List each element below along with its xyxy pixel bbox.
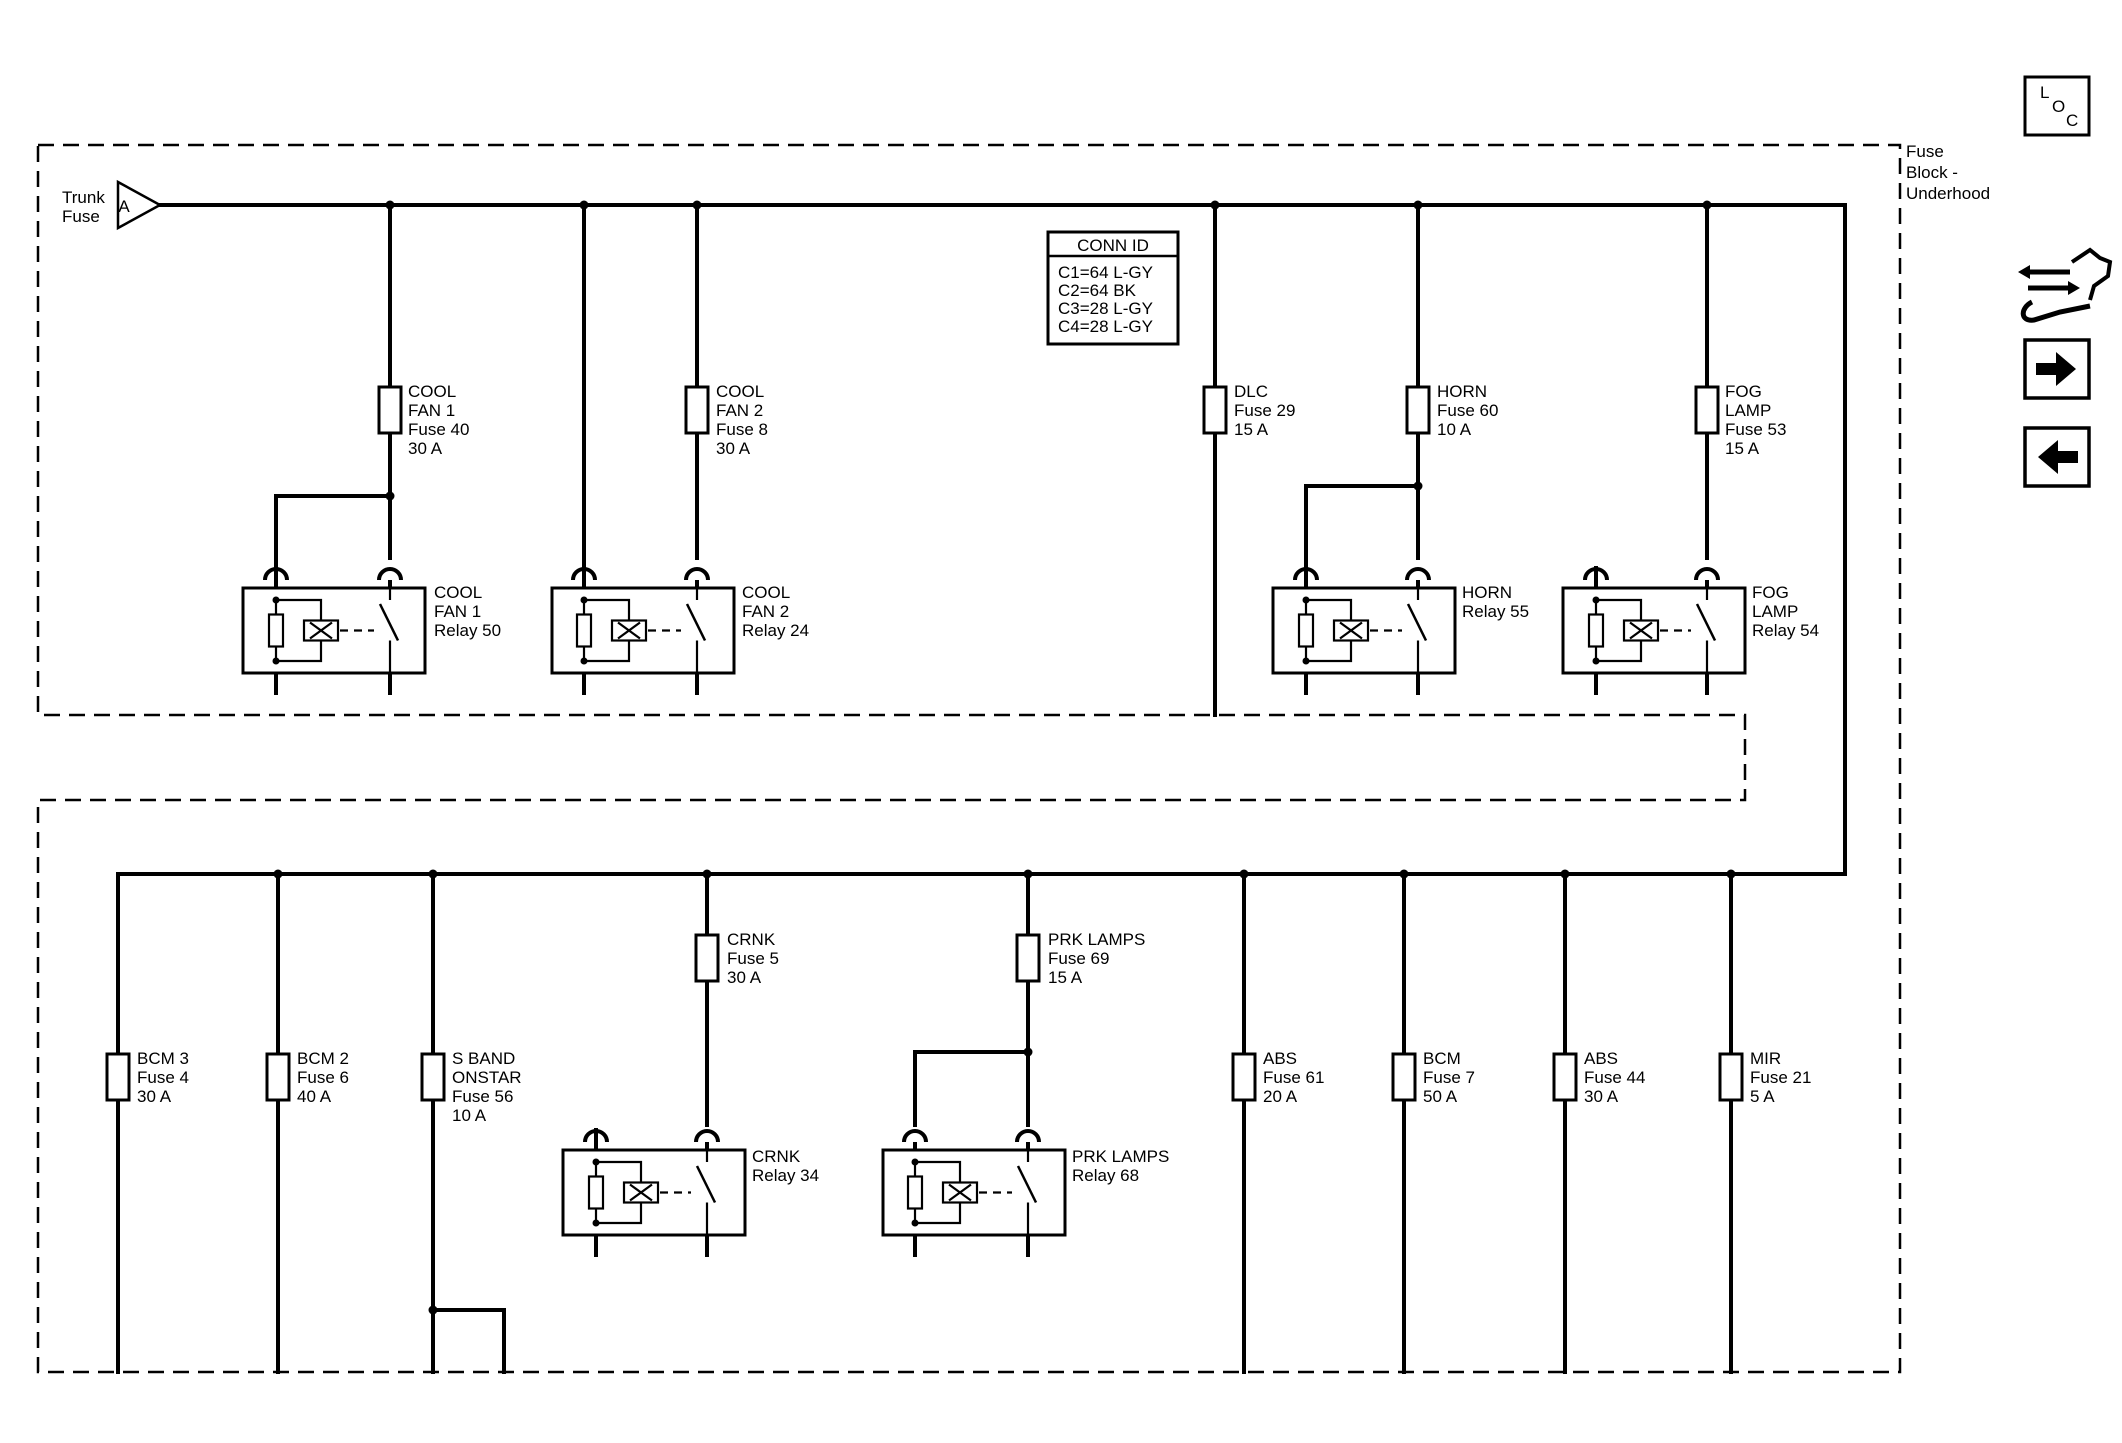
relay-prk-lamps — [881, 1129, 1067, 1257]
fuse-symbols — [105, 385, 1744, 1102]
loc-letter-o: O — [2052, 97, 2065, 116]
wire-prk-lamps — [913, 872, 1030, 1127]
fuse-block-outline — [36, 143, 1902, 1374]
relay-symbols — [241, 566, 1747, 1257]
relay-cool-fan-2 — [550, 567, 736, 695]
relay-fog-lamp — [1561, 566, 1747, 695]
loc-button[interactable]: L O C — [2023, 75, 2091, 137]
connector-repair-icon[interactable] — [2018, 247, 2113, 323]
next-page-button[interactable] — [2023, 338, 2091, 400]
conn-id-title: CONN ID — [1077, 236, 1149, 255]
top-bus — [116, 203, 1847, 876]
trunk-fuse-connector: A — [116, 179, 163, 231]
conn-id-list: C1=64 L-GY C2=64 BK C3=28 L-GY C4=28 L-G… — [1058, 263, 1157, 336]
connector-letter: A — [118, 197, 130, 216]
conn-id-box: CONN ID C1=64 L-GY C2=64 BK C3=28 L-GY C… — [1046, 230, 1180, 346]
wire-s-band-onstar — [431, 872, 506, 1374]
splice-dots — [273, 200, 1736, 1315]
wire-cool-fan-1 — [274, 203, 392, 592]
trunk-fuse-label: Trunk Fuse — [62, 188, 110, 226]
fuse-block-label: Fuse Block - Underhood — [1906, 142, 1990, 203]
relay-horn — [1271, 567, 1457, 695]
arrow-right-icon — [2036, 352, 2076, 386]
relay-crnk — [561, 1128, 747, 1257]
loc-letter-l: L — [2040, 83, 2049, 102]
relay-cool-fan-1 — [241, 567, 427, 695]
wire-horn — [1304, 203, 1420, 592]
previous-page-button[interactable] — [2023, 426, 2091, 488]
arrow-left-icon — [2038, 440, 2078, 474]
wire-cool-fan-2 — [582, 203, 699, 592]
loc-letter-c: C — [2066, 111, 2078, 130]
